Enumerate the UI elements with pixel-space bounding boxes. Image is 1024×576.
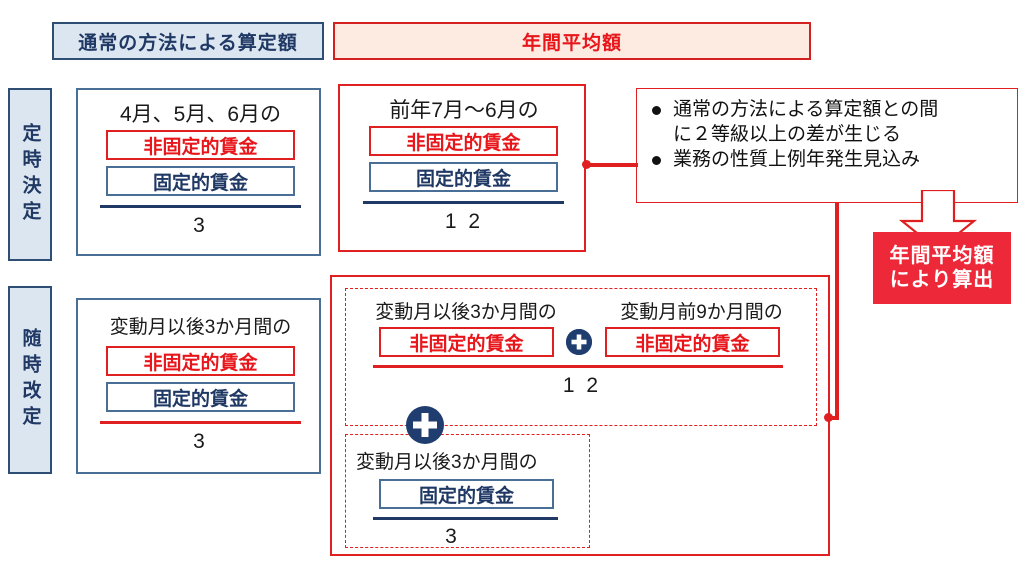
callout-bullet-2: 業務の性質上例年発生見込み xyxy=(649,147,1007,172)
connector-dot-occasional xyxy=(824,413,833,422)
side-tab-occasional-label: 随時改定 xyxy=(19,328,41,432)
callout-bullet-2-line-1: 業務の性質上例年発生見込み xyxy=(673,149,921,171)
variable-wage-label: 非固定的賃金 xyxy=(143,352,258,374)
subcard-caption-after-change: 変動月以後3か月間の xyxy=(375,302,557,323)
occasional-fixed-denominator: 3 xyxy=(445,525,460,548)
occasional-fixed-wage: 固定的賃金 xyxy=(379,479,554,509)
card-regular-normal-variable-wage: 非固定的賃金 xyxy=(106,130,295,160)
card-regular-normal-fraction-bar xyxy=(100,205,301,208)
card-regular-annual: 前年7月～6月の 非固定的賃金 固定的賃金 1 2 xyxy=(338,84,586,252)
card-regular-annual-variable-wage: 非固定的賃金 xyxy=(369,126,558,156)
card-occasional-normal-caption: 変動月以後3か月間の xyxy=(109,317,292,338)
header-normal-method: 通常の方法による算定額 xyxy=(52,22,324,60)
fixed-wage-label: 固定的賃金 xyxy=(418,485,514,507)
side-tab-regular-label: 定時決定 xyxy=(19,122,41,227)
card-regular-normal-caption: 4月、5月、6月の xyxy=(119,103,282,126)
variable-wage-label: 非固定的賃金 xyxy=(143,136,258,158)
callout-bullet-1-line-1: 通常の方法による算定額との間 xyxy=(673,99,939,120)
plus-circle-icon xyxy=(566,329,592,355)
variable-wage-label: 非固定的賃金 xyxy=(406,132,521,154)
side-tab-regular-determination: 定時決定 xyxy=(8,88,52,261)
card-occasional-normal-variable-wage: 非固定的賃金 xyxy=(106,346,295,376)
variable-wage-label: 非固定的賃金 xyxy=(409,333,524,355)
card-occasional-normal: 変動月以後3か月間の 非固定的賃金 固定的賃金 3 xyxy=(76,298,321,474)
result-line-1: 年間平均額 xyxy=(889,244,995,267)
callout-bullet-1: 通常の方法による算定額との間 に２等級以上の差が生じる xyxy=(649,97,1007,147)
occasional-fixed-fraction-bar xyxy=(373,517,558,520)
callout-bullet-1-line-2: に２等級以上の差が生じる xyxy=(673,124,902,146)
occasional-variable-fraction-bar xyxy=(373,365,783,368)
side-tab-occasional-revision: 随時改定 xyxy=(8,286,52,474)
subcard-caption-before-change: 変動月前9か月間の xyxy=(620,302,783,323)
connector-dot-regular xyxy=(582,160,591,169)
card-regular-annual-caption: 前年7月～6月の xyxy=(389,99,539,122)
occasional-variable-wage-after: 非固定的賃金 xyxy=(379,327,554,357)
card-regular-annual-fixed-wage: 固定的賃金 xyxy=(369,162,558,192)
plus-circle-glyph xyxy=(566,329,592,355)
card-regular-normal-fixed-wage: 固定的賃金 xyxy=(106,166,295,196)
card-regular-annual-fraction-bar xyxy=(363,201,564,204)
fixed-wage-label: 固定的賃金 xyxy=(152,388,248,410)
subcard-occasional-variable: 変動月以後3か月間の 変動月前9か月間の 非固定的賃金 非固定的賃金 1 2 xyxy=(345,288,817,426)
plus-circle-icon xyxy=(406,406,444,444)
card-occasional-normal-fixed-wage: 固定的賃金 xyxy=(106,382,295,412)
connector-regular-to-callout xyxy=(586,163,638,167)
fixed-wage-label: 固定的賃金 xyxy=(415,168,511,190)
connector-vertical-main xyxy=(835,203,839,418)
result-box-annual-average: 年間平均額 により算出 xyxy=(873,232,1011,304)
card-occasional-normal-denominator: 3 xyxy=(193,430,208,453)
variable-wage-label: 非固定的賃金 xyxy=(635,333,750,355)
header-annual-average: 年間平均額 xyxy=(333,22,811,60)
header-normal-method-label: 通常の方法による算定額 xyxy=(78,32,298,54)
result-line-2: により算出 xyxy=(889,269,995,291)
callout-bullet-list: 通常の方法による算定額との間 に２等級以上の差が生じる 業務の性質上例年発生見込… xyxy=(649,97,1007,172)
header-annual-average-label: 年間平均額 xyxy=(521,32,622,54)
card-occasional-normal-fraction-bar xyxy=(100,421,301,424)
card-regular-normal-denominator: 3 xyxy=(193,214,208,237)
subcard-fixed-caption: 変動月以後3か月間の xyxy=(356,452,538,473)
occasional-variable-wage-before: 非固定的賃金 xyxy=(605,327,780,357)
subcard-occasional-fixed: 変動月以後3か月間の 固定的賃金 3 xyxy=(345,434,590,548)
connector-to-occasional-group xyxy=(828,416,839,420)
plus-circle-glyph xyxy=(406,406,444,444)
occasional-variable-denominator: 1 2 xyxy=(562,374,602,397)
fixed-wage-label: 固定的賃金 xyxy=(152,172,248,194)
card-regular-annual-denominator: 1 2 xyxy=(444,210,484,233)
card-regular-normal: 4月、5月、6月の 非固定的賃金 固定的賃金 3 xyxy=(76,88,321,256)
callout-conditions: 通常の方法による算定額との間 に２等級以上の差が生じる 業務の性質上例年発生見込… xyxy=(636,88,1018,203)
